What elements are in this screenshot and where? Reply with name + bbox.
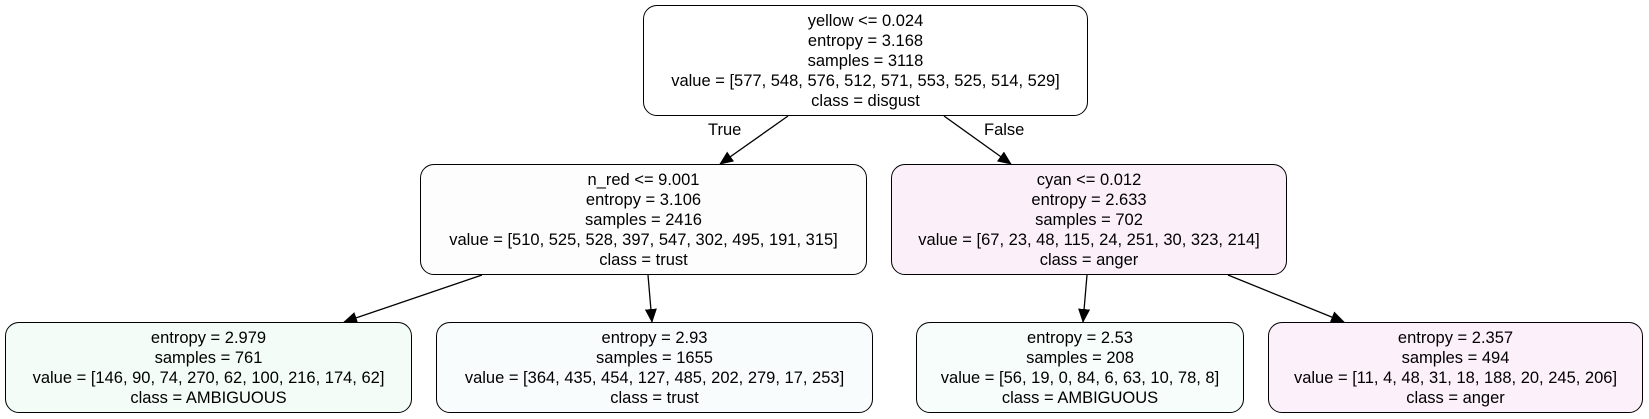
tree-node-right: cyan <= 0.012 entropy = 2.633 samples = …: [891, 164, 1287, 275]
node-class: class = trust: [599, 250, 688, 269]
edge-root-to-right: [943, 115, 1012, 165]
node-value: value = [577, 548, 576, 512, 571, 553, 5…: [671, 71, 1060, 90]
node-value: value = [67, 23, 48, 115, 24, 251, 30, 3…: [918, 230, 1260, 249]
node-split-condition: cyan <= 0.012: [1036, 170, 1142, 189]
node-value: value = [146, 90, 74, 270, 62, 100, 216,…: [32, 368, 385, 387]
node-entropy: entropy = 3.106: [585, 190, 702, 209]
node-samples: samples = 494: [1401, 348, 1510, 367]
node-entropy: entropy = 3.168: [807, 31, 924, 50]
tree-leaf-lr: entropy = 2.93 samples = 1655 value = [3…: [436, 322, 873, 413]
edge-right-to-leaf-rl: [1078, 274, 1091, 323]
node-entropy: entropy = 2.979: [150, 328, 267, 347]
edge-label-true: True: [708, 121, 742, 139]
node-value: value = [364, 435, 454, 127, 485, 202, 2…: [464, 368, 845, 387]
edge-left-to-leaf-ll: [343, 274, 483, 324]
node-value: value = [56, 19, 0, 84, 6, 63, 10, 78, 8…: [940, 368, 1220, 387]
node-entropy: entropy = 2.633: [1031, 190, 1147, 209]
node-samples: samples = 702: [1035, 210, 1143, 229]
node-class: class = trust: [610, 388, 699, 407]
node-class: class = anger: [1406, 388, 1505, 407]
node-entropy: entropy = 2.53: [1027, 328, 1133, 347]
node-samples: samples = 2416: [585, 210, 702, 229]
node-split-condition: yellow <= 0.024: [807, 11, 924, 30]
tree-node-left: n_red <= 9.001 entropy = 3.106 samples =…: [420, 164, 867, 275]
node-class: class = AMBIGUOUS: [130, 388, 287, 407]
node-class: class = AMBIGUOUS: [1001, 388, 1159, 407]
tree-leaf-ll: entropy = 2.979 samples = 761 value = [1…: [5, 322, 412, 413]
node-samples: samples = 761: [154, 348, 263, 367]
edge-left-to-leaf-lr: [644, 274, 657, 323]
node-samples: samples = 208: [1026, 348, 1134, 367]
tree-leaf-rr: entropy = 2.357 samples = 494 value = [1…: [1268, 322, 1643, 413]
tree-node-root: yellow <= 0.024 entropy = 3.168 samples …: [643, 5, 1088, 116]
node-entropy: entropy = 2.93: [601, 328, 708, 347]
edge-right-to-leaf-rr: [1227, 274, 1345, 323]
node-entropy: entropy = 2.357: [1397, 328, 1514, 347]
node-class: class = anger: [1039, 250, 1139, 269]
node-value: value = [510, 525, 528, 397, 547, 302, 4…: [449, 230, 838, 249]
node-class: class = disgust: [811, 91, 920, 110]
edge-root-to-left: [719, 115, 789, 165]
node-samples: samples = 1655: [596, 348, 713, 367]
node-split-condition: n_red <= 9.001: [587, 170, 700, 189]
tree-leaf-rl: entropy = 2.53 samples = 208 value = [56…: [916, 322, 1244, 413]
node-samples: samples = 3118: [807, 51, 924, 70]
edge-label-false: False: [984, 121, 1025, 139]
node-value: value = [11, 4, 48, 31, 18, 188, 20, 245…: [1293, 368, 1618, 387]
